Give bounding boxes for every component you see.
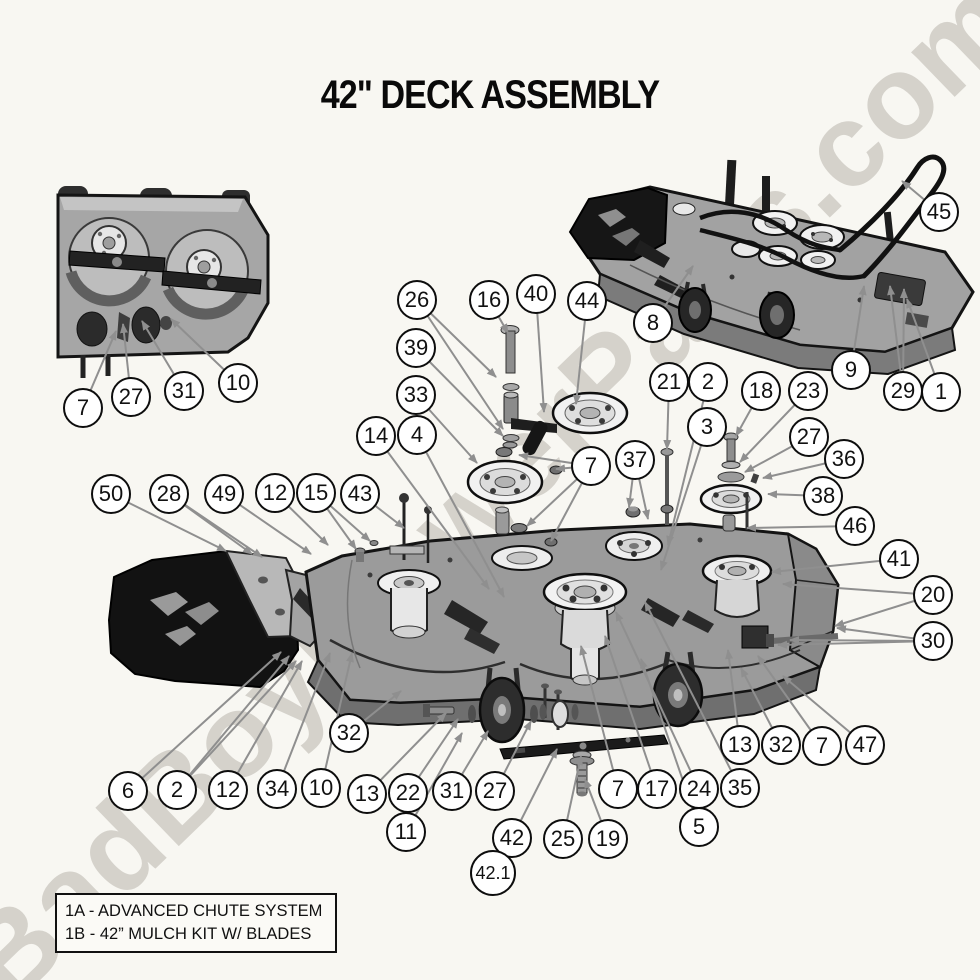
callout-45: 45 xyxy=(919,192,959,232)
callout-25: 25 xyxy=(543,819,583,859)
callout-29: 29 xyxy=(883,371,923,411)
callout-26: 26 xyxy=(397,280,437,320)
callout-35: 35 xyxy=(720,768,760,808)
callout-43: 43 xyxy=(340,474,380,514)
callout-39: 39 xyxy=(396,328,436,368)
callout-42.1: 42.1 xyxy=(470,850,516,896)
callout-12: 12 xyxy=(255,473,295,513)
callout-18: 18 xyxy=(741,371,781,411)
callout-15: 15 xyxy=(296,473,336,513)
callout-2: 2 xyxy=(157,770,197,810)
callout-49: 49 xyxy=(204,474,244,514)
legend-line-1a: 1A - ADVANCED CHUTE SYSTEM xyxy=(65,902,323,920)
callout-11: 11 xyxy=(386,812,426,852)
callout-3: 3 xyxy=(687,407,727,447)
callout-37: 37 xyxy=(615,440,655,480)
callout-33: 33 xyxy=(396,375,436,415)
callout-44: 44 xyxy=(567,281,607,321)
callout-24: 24 xyxy=(679,769,719,809)
callout-4: 4 xyxy=(397,415,437,455)
callout-7: 7 xyxy=(571,446,611,486)
callout-32: 32 xyxy=(761,725,801,765)
callout-36: 36 xyxy=(824,439,864,479)
callout-8: 8 xyxy=(633,303,673,343)
callout-10: 10 xyxy=(218,363,258,403)
callout-34: 34 xyxy=(257,769,297,809)
callout-23: 23 xyxy=(788,371,828,411)
callout-46: 46 xyxy=(835,506,875,546)
callout-17: 17 xyxy=(637,769,677,809)
callout-27: 27 xyxy=(111,377,151,417)
callout-1: 1 xyxy=(921,372,961,412)
callout-30: 30 xyxy=(913,621,953,661)
callout-41: 41 xyxy=(879,539,919,579)
callout-22: 22 xyxy=(388,773,428,813)
callout-2: 2 xyxy=(688,362,728,402)
callout-50: 50 xyxy=(91,474,131,514)
callout-12: 12 xyxy=(208,770,248,810)
legend-box: 1A - ADVANCED CHUTE SYSTEM 1B - 42” MULC… xyxy=(55,893,337,953)
callout-7: 7 xyxy=(802,726,842,766)
callout-14: 14 xyxy=(356,416,396,456)
callout-47: 47 xyxy=(845,725,885,765)
callout-31: 31 xyxy=(164,371,204,411)
diagram-title-text: 42" DECK ASSEMBLY xyxy=(320,72,660,117)
callout-10: 10 xyxy=(301,768,341,808)
callout-6: 6 xyxy=(108,771,148,811)
callout-16: 16 xyxy=(469,280,509,320)
callout-38: 38 xyxy=(803,476,843,516)
callout-9: 9 xyxy=(831,350,871,390)
callout-13: 13 xyxy=(720,725,760,765)
callout-13: 13 xyxy=(347,774,387,814)
callout-27: 27 xyxy=(789,417,829,457)
callout-19: 19 xyxy=(588,819,628,859)
callout-32: 32 xyxy=(329,713,369,753)
legend-line-1b: 1B - 42” MULCH KIT W/ BLADES xyxy=(65,924,312,943)
callout-28: 28 xyxy=(149,474,189,514)
callout-7: 7 xyxy=(598,769,638,809)
callout-5: 5 xyxy=(679,807,719,847)
callout-40: 40 xyxy=(516,274,556,314)
callout-27: 27 xyxy=(475,771,515,811)
callout-31: 31 xyxy=(432,771,472,811)
callout-7: 7 xyxy=(63,388,103,428)
callout-20: 20 xyxy=(913,575,953,615)
callout-21: 21 xyxy=(649,362,689,402)
diagram-title: 42" DECK ASSEMBLY xyxy=(0,72,980,117)
